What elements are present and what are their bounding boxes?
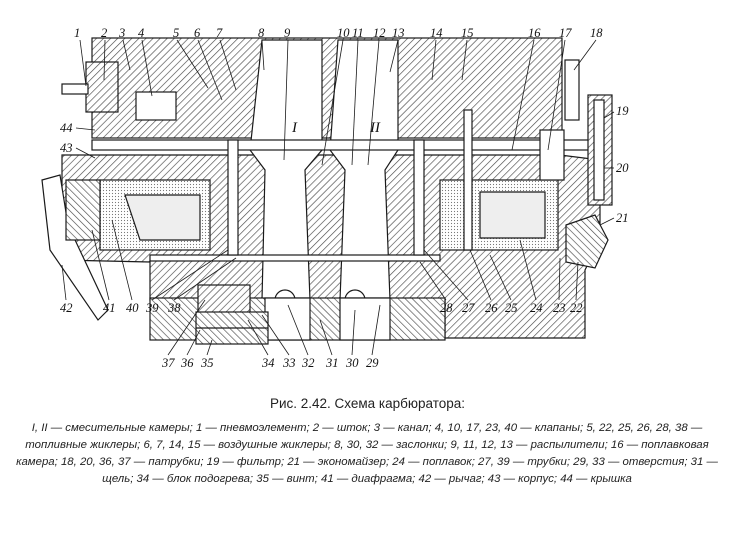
callout-8: 8 [258, 26, 265, 40]
chamber-label-II: II [369, 120, 381, 136]
legend-line: I, II — смесительные камеры; 1 — пневмоэ… [31, 422, 703, 434]
carburetor-body [59, 37, 601, 341]
legend-line: топливные жиклеры; 6, 7, 14, 15 — воздуш… [25, 439, 709, 451]
callout-38: 38 [167, 301, 181, 315]
callout-13: 13 [392, 26, 405, 40]
callout-29: 29 [366, 356, 379, 370]
callout-7: 7 [216, 26, 223, 40]
callout-12: 12 [373, 26, 386, 40]
callout-4: 4 [138, 26, 144, 40]
callout-33: 33 [282, 356, 296, 370]
float-left [124, 194, 201, 241]
callout-28: 28 [440, 301, 453, 315]
figure-title: Рис. 2.42. Схема карбюратора: [269, 396, 466, 411]
callout-19: 19 [616, 104, 629, 118]
callout-37: 37 [161, 356, 175, 370]
callout-21: 21 [616, 211, 629, 225]
callout-25: 25 [505, 301, 518, 315]
legend-line: щель; 34 — блок подогрева; 35 — винт; 41… [102, 473, 632, 485]
callout-42: 42 [60, 301, 73, 315]
callout-31: 31 [325, 356, 339, 370]
callout-30: 30 [345, 356, 359, 370]
tube-39 [227, 139, 239, 256]
legend-line: камера; 18, 20, 36, 37 — патрубки; 19 — … [16, 456, 718, 468]
figure-legend: I, II — смесительные камеры; 1 — пневмоэ… [6, 420, 728, 488]
callout-5: 5 [173, 26, 179, 40]
callout-2: 2 [101, 26, 107, 40]
callout-11: 11 [352, 26, 364, 40]
callout-35: 35 [200, 356, 214, 370]
callout-6: 6 [194, 26, 201, 40]
callout-22: 22 [570, 301, 583, 315]
callout-44: 44 [60, 121, 73, 135]
callout-15: 15 [461, 26, 474, 40]
carburetor-diagram: I II 1 2 3 4 5 6 7 8 9 10 11 12 13 14 15… [41, 26, 629, 370]
callout-32: 32 [301, 356, 315, 370]
callout-1: 1 [74, 26, 80, 40]
callout-39: 39 [145, 301, 159, 315]
callout-17: 17 [559, 26, 572, 40]
callout-24: 24 [530, 301, 543, 315]
heater-block [195, 284, 269, 345]
callout-3: 3 [118, 26, 125, 40]
callouts: 1 2 3 4 5 6 7 8 9 10 11 12 13 14 15 16 1… [60, 26, 629, 370]
callout-18: 18 [590, 26, 603, 40]
callout-36: 36 [180, 356, 194, 370]
chamber-label-I: I [291, 120, 298, 136]
cover [91, 37, 563, 139]
callout-43: 43 [60, 141, 73, 155]
callout-14: 14 [430, 26, 443, 40]
callout-20: 20 [616, 161, 629, 175]
left-assembly [41, 61, 177, 321]
callout-16: 16 [528, 26, 541, 40]
callout-10: 10 [337, 26, 350, 40]
callout-26: 26 [485, 301, 498, 315]
tube-27 [413, 139, 425, 256]
callout-41: 41 [103, 301, 116, 315]
callout-34: 34 [261, 356, 275, 370]
callout-27: 27 [462, 301, 475, 315]
callout-23: 23 [553, 301, 566, 315]
right-assembly [539, 59, 613, 269]
callout-9: 9 [284, 26, 291, 40]
callout-40: 40 [126, 301, 139, 315]
float-right [479, 191, 546, 239]
